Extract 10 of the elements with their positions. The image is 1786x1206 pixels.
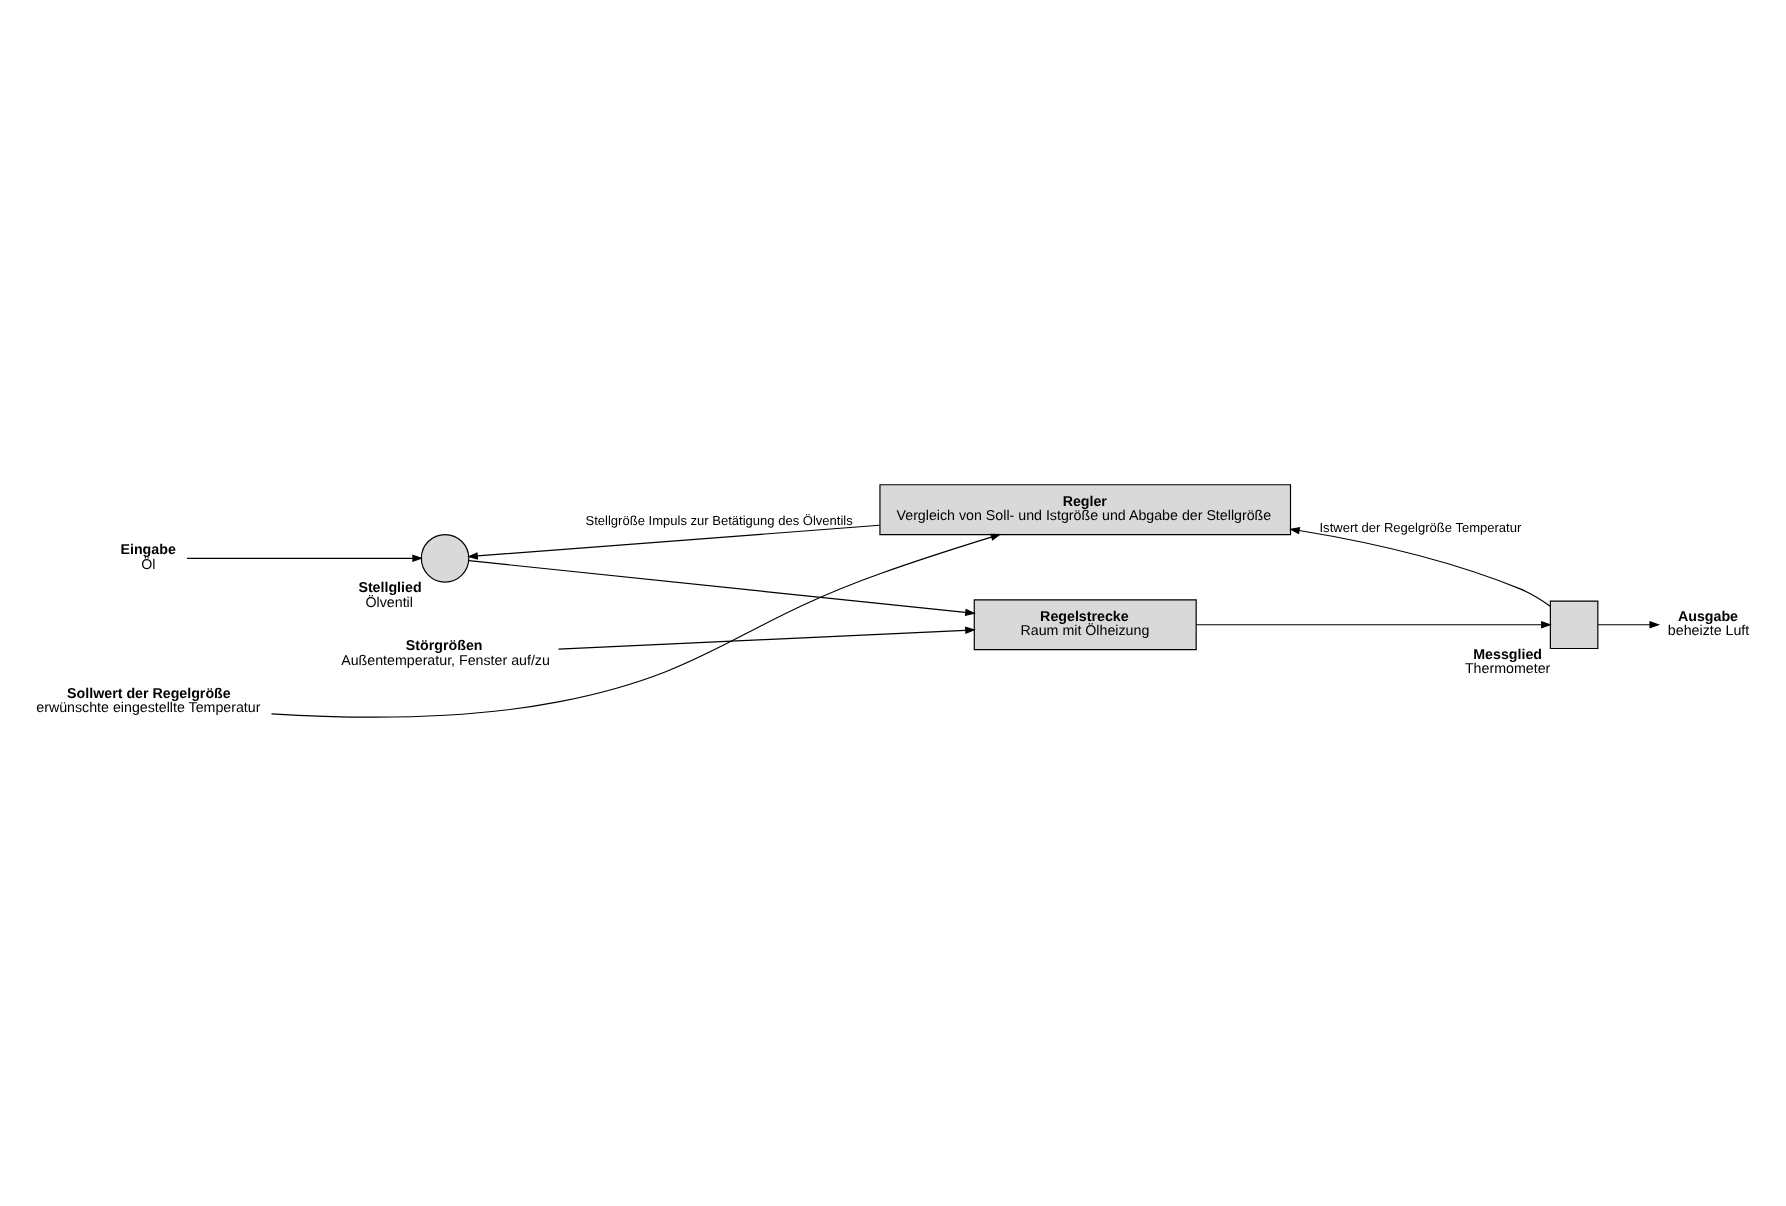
node-circle [420, 533, 470, 582]
arrow [1597, 620, 1661, 628]
arrow [557, 625, 976, 649]
arrow [467, 523, 881, 559]
arrow [468, 559, 976, 616]
arrow [270, 532, 1002, 717]
arrow [1289, 525, 1551, 606]
arrow [186, 553, 424, 562]
node-box [1549, 599, 1599, 649]
arrow [1195, 620, 1552, 628]
